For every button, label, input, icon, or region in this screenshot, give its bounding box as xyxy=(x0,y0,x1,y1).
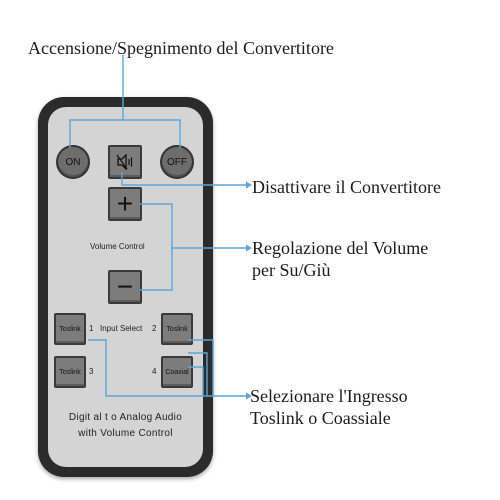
volume-callout-line1: Regolazione del Volume xyxy=(252,238,429,258)
volume-down-button[interactable]: − xyxy=(108,270,142,304)
input-4-button[interactable]: Coaxial xyxy=(161,356,193,388)
mute-button[interactable] xyxy=(108,145,142,179)
input-callout-line1: Selezionare l'Ingresso xyxy=(250,386,408,406)
input-2-number: 2 xyxy=(152,324,157,333)
volume-control-label: Volume Control xyxy=(90,242,145,251)
remote-control: ON OFF + Volume Control − Toslink 1 Inpu… xyxy=(38,97,213,477)
input-3-number: 3 xyxy=(89,367,94,376)
brand-line-2: with Volume Control xyxy=(78,428,173,439)
power-callout: Accensione/Spegnimento del Convertitore xyxy=(28,38,334,58)
input-4-number: 4 xyxy=(152,367,157,376)
input-3-button[interactable]: Toslink xyxy=(54,356,86,388)
input-select-label: Input Select xyxy=(100,324,143,333)
input-callout: Selezionare l'Ingresso Toslink o Coassia… xyxy=(250,385,408,429)
on-button[interactable]: ON xyxy=(56,145,90,179)
volume-callout-line2: per Su/Giù xyxy=(252,260,331,280)
off-button[interactable]: OFF xyxy=(160,145,194,179)
volume-callout: Regolazione del Volume per Su/Giù xyxy=(252,237,428,281)
input-callout-line2: Toslink o Coassiale xyxy=(250,408,391,428)
input-1-button[interactable]: Toslink xyxy=(54,313,86,345)
remote-face: ON OFF + Volume Control − Toslink 1 Inpu… xyxy=(48,107,203,467)
mute-callout: Disattivare il Convertitore xyxy=(252,177,441,197)
brand-line-1: Digit al t o Analog Audio xyxy=(68,412,183,423)
speaker-mute-icon xyxy=(116,154,133,170)
input-1-number: 1 xyxy=(89,324,94,333)
input-2-button[interactable]: Toslink xyxy=(161,313,193,345)
volume-up-button[interactable]: + xyxy=(108,187,142,221)
